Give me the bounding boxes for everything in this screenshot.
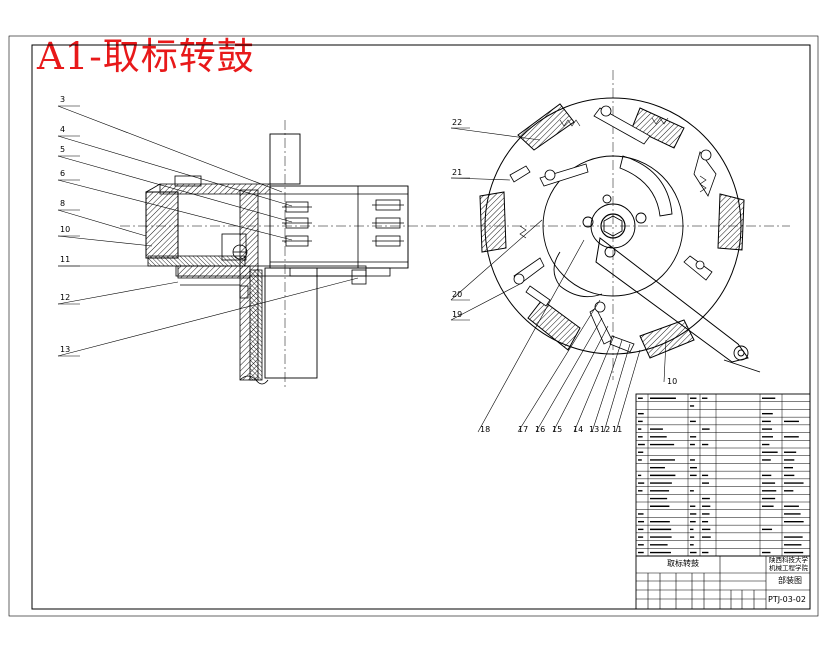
callout-16: 16	[535, 425, 545, 434]
inner-frame	[32, 45, 810, 609]
drawing-number: PTJ-03-02	[768, 595, 806, 604]
org-line2: 机械工程学院	[769, 563, 809, 572]
callout-10b: 10	[667, 377, 677, 386]
callout-19: 19	[452, 310, 462, 319]
callout-10: 10	[60, 225, 70, 234]
callout-13: 13	[60, 345, 70, 354]
callout-22: 22	[452, 118, 462, 127]
drawing-type: 部装图	[778, 575, 802, 585]
callout-14: 14	[573, 425, 583, 434]
callout-13b: 13	[589, 425, 599, 434]
pin-group	[282, 200, 404, 246]
callout-11: 11	[60, 255, 70, 264]
left-callout-labels: 3 4 5 6 8 10 11 12 13	[60, 95, 70, 354]
pad-segments	[480, 104, 744, 358]
callout-6: 6	[60, 169, 65, 178]
callout-11b: 11	[612, 425, 622, 434]
section-view	[120, 120, 440, 390]
callout-8: 8	[60, 199, 65, 208]
callout-17: 17	[518, 425, 528, 434]
part-title: 取标转鼓	[667, 558, 699, 568]
callout-20: 20	[452, 290, 462, 299]
outer-frame	[9, 36, 818, 616]
callout-21: 21	[452, 168, 462, 177]
callout-18: 18	[480, 425, 490, 434]
callout-15: 15	[552, 425, 562, 434]
left-leaders	[58, 106, 358, 356]
org-line1: 陕西科技大学	[769, 555, 809, 564]
callout-5: 5	[60, 145, 65, 154]
callout-12: 12	[60, 293, 70, 302]
callout-4: 4	[60, 125, 65, 134]
callout-12b: 12	[600, 425, 610, 434]
title-block-text: 取标转鼓 陕西科技大学 机械工程学院 部装图 PTJ-03-02	[667, 555, 809, 604]
callout-3: 3	[60, 95, 65, 104]
parts-list	[636, 394, 810, 556]
